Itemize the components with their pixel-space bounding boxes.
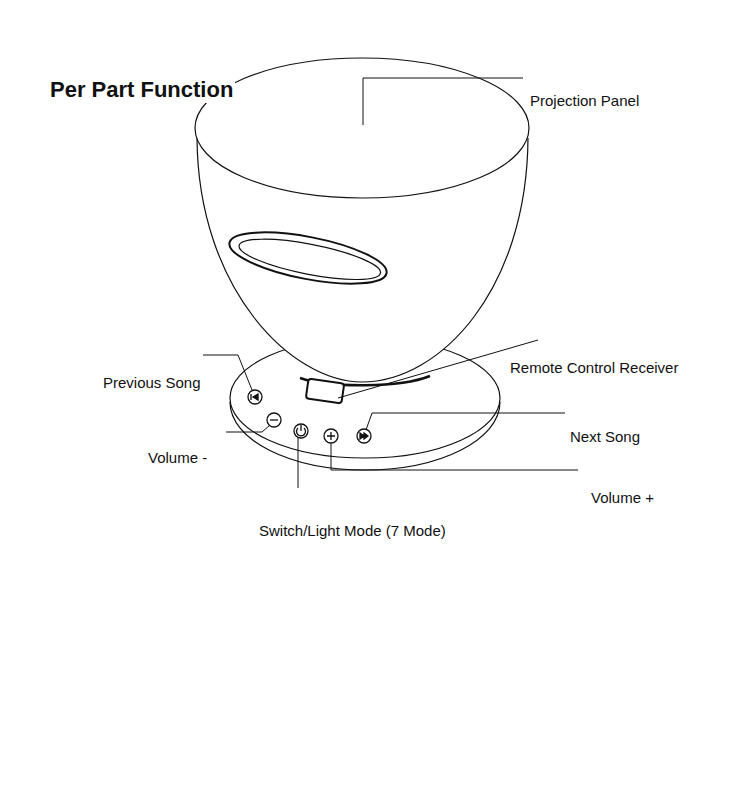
part-label: Volume - bbox=[146, 449, 209, 466]
part-label: Remote Control Receiver bbox=[508, 359, 680, 376]
part-label: Volume + bbox=[589, 489, 656, 506]
speaker-slot bbox=[225, 222, 390, 294]
part-label: Switch/Light Mode (7 Mode) bbox=[257, 522, 448, 539]
control-buttons bbox=[248, 390, 371, 443]
diagram-title: Per Part Function bbox=[48, 77, 235, 103]
button-symbols bbox=[251, 394, 368, 440]
part-label: Previous Song bbox=[101, 374, 203, 391]
remote-receiver-window bbox=[306, 379, 344, 404]
leader-lines bbox=[203, 78, 578, 488]
projection-panel bbox=[195, 58, 529, 198]
part-label: Projection Panel bbox=[528, 92, 641, 109]
part-label: Next Song bbox=[568, 428, 642, 445]
